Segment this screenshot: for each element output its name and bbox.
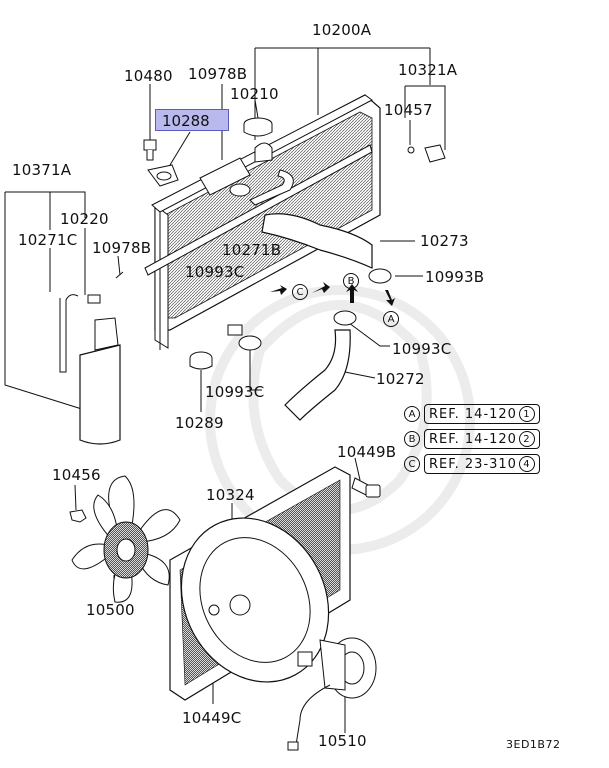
reference-number: 2 (518, 431, 535, 447)
label-motor: 10510 (318, 732, 367, 750)
fan-motor (287, 637, 377, 751)
label-nut: 10456 (52, 466, 101, 484)
marker-a[interactable]: A (383, 311, 399, 327)
shroud-bolt (351, 477, 381, 498)
mounting-bracket-10288 (147, 164, 179, 187)
fan-shroud (169, 466, 351, 701)
label-selected-part: 10288 (162, 112, 210, 130)
label-reserve-tank-assy: 10371A (12, 161, 72, 179)
reference-row-a[interactable]: A REF. 14-120 1 (404, 404, 540, 424)
reference-row-b[interactable]: B REF. 14-120 2 (404, 429, 540, 449)
label-upper-hose: 10273 (420, 232, 469, 250)
nut (69, 509, 87, 523)
label-overflow-hose: 10271B (222, 241, 282, 259)
reference-row-c[interactable]: C REF. 23-310 4 (404, 454, 540, 474)
reference-marker: A (404, 406, 420, 422)
label-bolt-top: 10480 (124, 67, 173, 85)
reference-text: REF. 14-120 (429, 431, 517, 447)
reference-link[interactable]: REF. 14-120 1 (424, 404, 540, 424)
reference-marker: C (404, 456, 420, 472)
label-bolt-motor: 10449C (182, 709, 242, 727)
reference-number: 4 (518, 456, 535, 472)
label-clamp-lower: 10993C (205, 383, 265, 401)
drawing-code: 3ED1B72 (506, 738, 561, 751)
reference-number: 1 (518, 406, 535, 422)
reserve-tank (59, 271, 124, 445)
label-tank-hose: 10271C (18, 231, 78, 249)
reference-marker: B (404, 431, 420, 447)
lower-radiator-hose (284, 329, 351, 421)
overflow-hose (249, 169, 294, 206)
hose-clamps (229, 183, 392, 351)
label-radiator-cap: 10210 (230, 85, 279, 103)
label-clamp-lower-right: 10993C (392, 340, 452, 358)
reference-text: REF. 23-310 (429, 456, 517, 472)
label-lower-hose: 10272 (376, 370, 425, 388)
reference-text: REF. 14-120 (429, 406, 517, 422)
label-clamp-right: 10993B (425, 268, 485, 286)
label-hose-clamp-b2: 10978B (92, 239, 152, 257)
drain-plug (407, 144, 446, 163)
label-shroud: 10324 (206, 486, 255, 504)
radiator-cap (243, 117, 273, 137)
label-radiator-assy: 10200A (312, 21, 372, 39)
label-fan: 10500 (86, 601, 135, 619)
cooling-fan (71, 475, 181, 603)
reference-link[interactable]: REF. 14-120 2 (424, 429, 540, 449)
reference-link[interactable]: REF. 23-310 4 (424, 454, 540, 474)
label-tank-cap: 10220 (60, 210, 109, 228)
marker-c[interactable]: C (292, 284, 308, 300)
motor-bolt (208, 604, 220, 616)
marker-b[interactable]: B (343, 273, 359, 289)
label-insulator: 10289 (175, 414, 224, 432)
label-drain-plug-assy: 10321A (398, 61, 458, 79)
label-hose-clamp-b: 10978B (188, 65, 248, 83)
upper-radiator-hose (261, 213, 373, 269)
insulator (189, 351, 213, 370)
mounting-bolt (143, 139, 157, 161)
label-drain-plug: 10457 (384, 101, 433, 119)
label-clamp-upper: 10993C (185, 263, 245, 281)
selected-part-highlight[interactable]: 10288 (155, 109, 229, 131)
label-bolt-shroud: 10449B (337, 443, 397, 461)
